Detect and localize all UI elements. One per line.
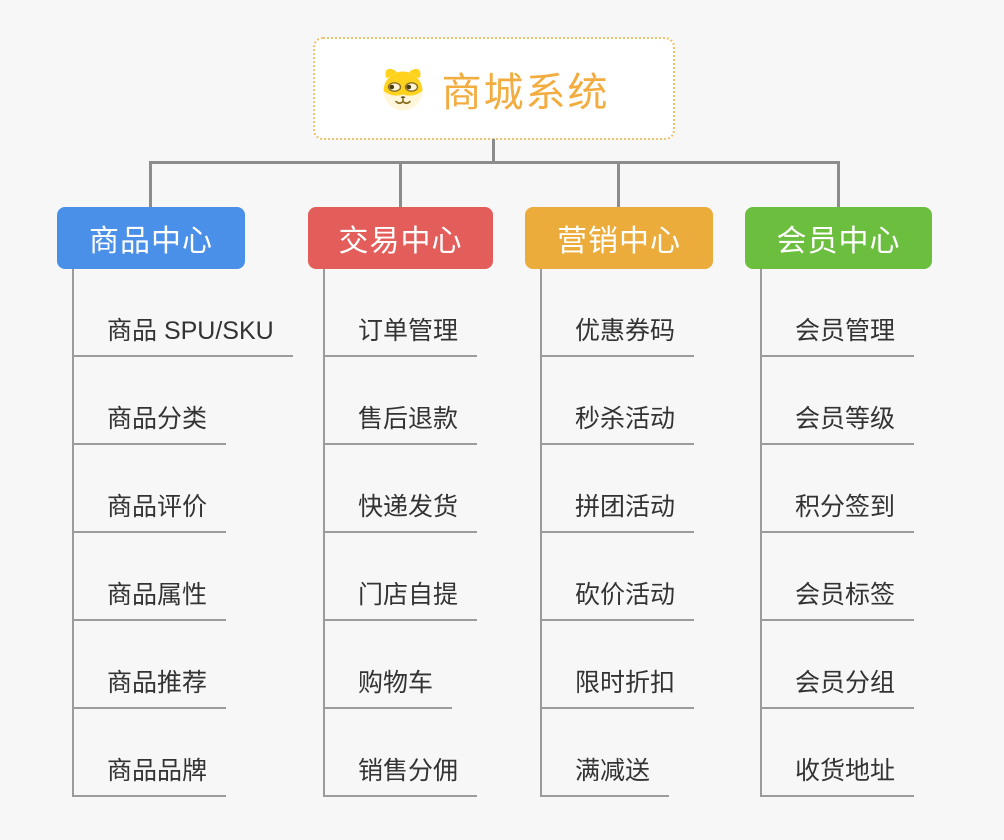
- topic-item[interactable]: 商品属性: [74, 533, 227, 621]
- topic-item[interactable]: 商品推荐: [74, 621, 227, 709]
- topic-item[interactable]: 拼团活动: [542, 445, 695, 533]
- topic-item[interactable]: 会员管理: [762, 269, 915, 357]
- topic-item[interactable]: 商品分类: [74, 357, 227, 445]
- topic-item[interactable]: 门店自提: [325, 533, 478, 621]
- topic-item[interactable]: 优惠券码: [542, 269, 695, 357]
- connector-drop-member: [837, 161, 840, 208]
- topic-item[interactable]: 秒杀活动: [542, 357, 695, 445]
- branch-children-goods-center: 商品 SPU/SKU 商品分类 商品评价 商品属性 商品推荐 商品品牌: [72, 269, 293, 797]
- topic-item[interactable]: 购物车: [325, 621, 453, 709]
- connector-drop-trade: [399, 161, 402, 208]
- connector-horizontal-bus: [149, 161, 840, 164]
- topic-item[interactable]: 收货地址: [762, 709, 915, 797]
- topic-item[interactable]: 满减送: [542, 709, 670, 797]
- shiba-dog-icon: [383, 68, 422, 110]
- topic-item[interactable]: 订单管理: [325, 269, 478, 357]
- topic-item[interactable]: 商品评价: [74, 445, 227, 533]
- connector-drop-marketing: [617, 161, 620, 208]
- root-topic-mall-system[interactable]: 商城系统: [313, 37, 675, 140]
- topic-item[interactable]: 商品 SPU/SKU: [74, 269, 293, 357]
- topic-item[interactable]: 售后退款: [325, 357, 478, 445]
- branch-header-member-center[interactable]: 会员中心: [745, 207, 932, 269]
- topic-item[interactable]: 限时折扣: [542, 621, 695, 709]
- topic-item[interactable]: 快递发货: [325, 445, 478, 533]
- branch-header-marketing-center[interactable]: 营销中心: [525, 207, 713, 269]
- connector-root-drop: [492, 139, 495, 164]
- topic-item[interactable]: 积分签到: [762, 445, 915, 533]
- branch-header-goods-center[interactable]: 商品中心: [57, 207, 245, 269]
- connector-drop-goods: [149, 161, 152, 208]
- branch-children-trade-center: 订单管理 售后退款 快递发货 门店自提 购物车 销售分佣: [323, 269, 478, 797]
- topic-item[interactable]: 会员标签: [762, 533, 915, 621]
- branch-header-trade-center[interactable]: 交易中心: [308, 207, 493, 269]
- branch-children-marketing-center: 优惠券码 秒杀活动 拼团活动 砍价活动 限时折扣 满减送: [540, 269, 695, 797]
- topic-item[interactable]: 砍价活动: [542, 533, 695, 621]
- topic-item[interactable]: 会员等级: [762, 357, 915, 445]
- topic-item[interactable]: 商品品牌: [74, 709, 227, 797]
- topic-item[interactable]: 会员分组: [762, 621, 915, 709]
- branch-children-member-center: 会员管理 会员等级 积分签到 会员标签 会员分组 收货地址: [760, 269, 915, 797]
- root-topic-title: 商城系统: [441, 70, 610, 115]
- topic-item[interactable]: 销售分佣: [325, 709, 478, 797]
